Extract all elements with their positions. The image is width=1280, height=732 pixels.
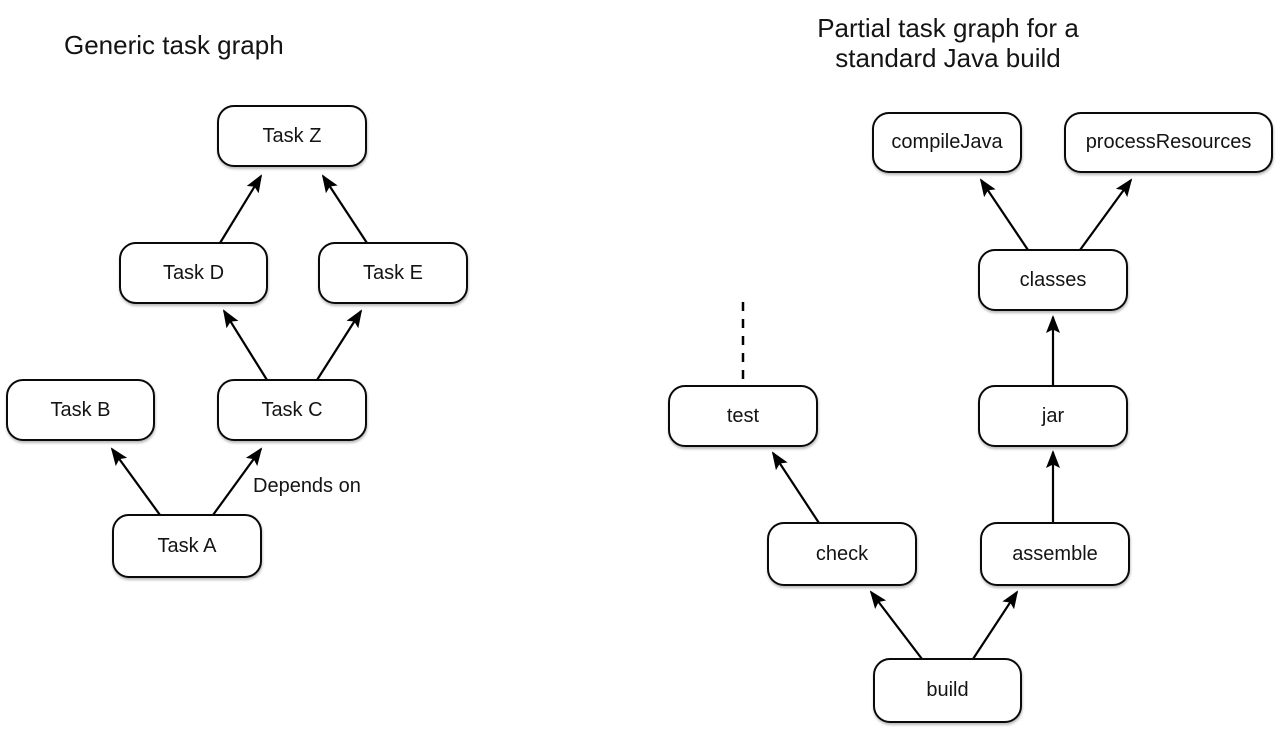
node-jar: jar xyxy=(978,385,1128,447)
edge-taskD-taskZ xyxy=(219,174,263,244)
node-task-d: Task D xyxy=(119,242,268,304)
node-compile-java: compileJava xyxy=(872,112,1022,173)
edge-taskC-taskE xyxy=(316,309,363,381)
edge-taskA-taskB xyxy=(110,447,161,516)
left-graph-title: Generic task graph xyxy=(64,30,284,60)
node-process-resources: processResources xyxy=(1064,112,1273,173)
edge-build-assemble xyxy=(972,590,1019,660)
right-graph-title-line2: standard Java build xyxy=(835,43,1061,73)
node-test: test xyxy=(668,385,818,447)
right-graph-title-line1: Partial task graph for a xyxy=(817,13,1079,43)
edge-check-test xyxy=(771,451,820,524)
node-classes: classes xyxy=(978,249,1128,311)
node-task-e: Task E xyxy=(318,242,468,304)
right-graph-title: Partial task graph for a standard Java b… xyxy=(748,13,1148,73)
node-task-c: Task C xyxy=(217,379,367,441)
node-task-b: Task B xyxy=(6,379,155,441)
node-check: check xyxy=(767,522,917,586)
node-task-a: Task A xyxy=(112,514,262,578)
node-task-z: Task Z xyxy=(217,105,367,167)
edge-taskA-taskC xyxy=(212,447,263,516)
edge-build-check xyxy=(869,590,923,660)
node-build: build xyxy=(873,658,1022,723)
node-assemble: assemble xyxy=(980,522,1130,586)
edge-classes-processResources xyxy=(1079,178,1133,251)
edge-taskC-taskD xyxy=(222,309,268,381)
edge-taskE-taskZ xyxy=(321,174,368,244)
edge-classes-compileJava xyxy=(979,178,1029,251)
depends-on-label: Depends on xyxy=(253,475,361,497)
